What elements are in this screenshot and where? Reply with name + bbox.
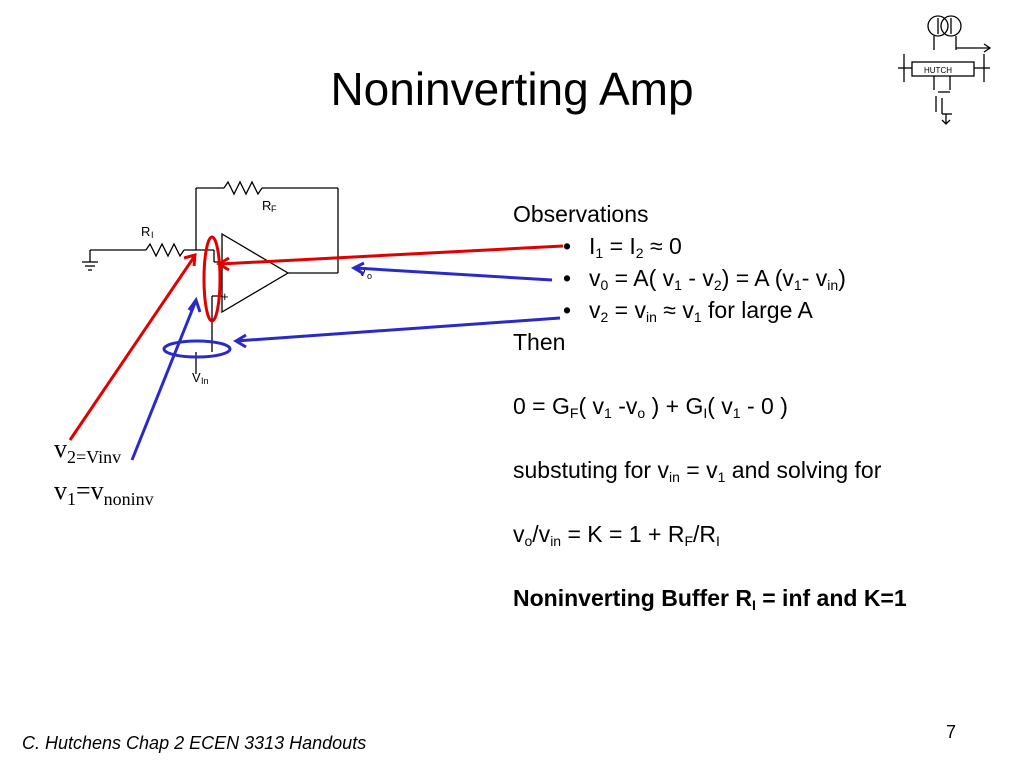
bullet-gain: • v0 = A( v1 - v2) = A (v1- vin) — [513, 262, 953, 294]
equation-gain: vo/vin = K = 1 + RF/RI — [513, 521, 720, 549]
footer-credit: C. Hutchens Chap 2 ECEN 3313 Handouts — [22, 733, 367, 753]
hutch-logo: HUTCH — [898, 15, 992, 125]
then-label: Then — [513, 329, 566, 355]
vo-sub: o — [367, 271, 372, 281]
observations-block: Observations • I1 = I2 ≈ 0 • v0 = A( v1 … — [513, 198, 953, 621]
ri-sub: I — [151, 230, 154, 240]
bullet-large-a: • v2 = vin ≈ v1 for large A — [513, 294, 953, 326]
red-arrow-to-v2 — [68, 256, 196, 441]
node-labels: v2=Vinv v1=vnoninv — [54, 432, 154, 516]
logo-text: HUTCH — [924, 66, 952, 75]
v1-label: v1=vnoninv — [54, 476, 154, 509]
blue-ellipse-vin — [162, 339, 232, 359]
substitution-text: substuting for vin = v1 and solving for — [513, 457, 882, 485]
red-ellipse-inputs — [202, 235, 222, 323]
blue-arrow-vin — [235, 316, 561, 343]
resistor-rf — [223, 180, 263, 196]
v2-label: v2=Vinv — [54, 434, 122, 467]
page-number: 7 — [946, 722, 957, 742]
ri-label: R — [141, 224, 150, 239]
rf-sub: F — [271, 204, 277, 214]
bullet-dot-icon: • — [563, 297, 572, 323]
observations-heading: Observations — [513, 201, 649, 227]
vin-label: V — [192, 370, 201, 385]
blue-arrow-vo — [354, 266, 553, 282]
opamp-plus: + — [221, 289, 229, 304]
slide-title: Noninverting Amp — [330, 63, 694, 115]
bullet-dot-icon: • — [563, 265, 572, 291]
bullet-dot-icon: • — [563, 233, 572, 259]
red-arrow-observation — [219, 244, 564, 266]
bullet-current: • I1 = I2 ≈ 0 — [513, 230, 953, 262]
rf-label: R — [262, 198, 271, 213]
blue-arrow-to-v1 — [130, 302, 197, 461]
vin-sub: In — [201, 376, 209, 386]
buffer-conclusion: Noninverting Buffer RI = inf and K=1 — [513, 585, 907, 613]
equation-kcl: 0 = GF( v1 -vo ) + GI( v1 - 0 ) — [513, 393, 788, 421]
opamp-triangle — [221, 232, 290, 314]
resistor-ri — [145, 242, 185, 258]
